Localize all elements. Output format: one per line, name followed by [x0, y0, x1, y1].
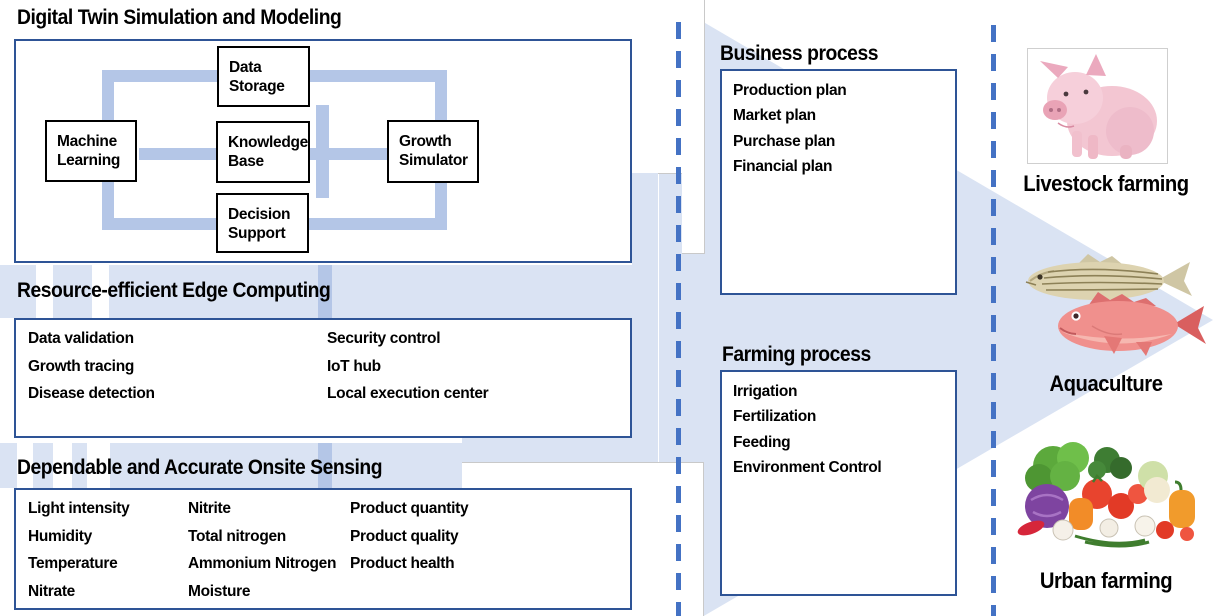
list-item: Product quantity [350, 500, 469, 517]
list-item: Humidity [28, 527, 92, 545]
pig-image [1027, 48, 1168, 164]
list-item: Nitrite [188, 500, 231, 517]
list-item: Disease detection [28, 385, 155, 402]
sensing-col1: Light intensity Humidity Temperature Nit… [28, 495, 130, 605]
list-item: Growth tracing [28, 357, 135, 375]
node-decision-support: Decision Support [216, 193, 309, 253]
list-item: Light intensity [28, 500, 130, 517]
digital-twin-box: Data Storage Machine Learning Knowledge … [14, 39, 632, 263]
list-item: Product quality [350, 527, 459, 545]
business-process-title: Business process [720, 42, 879, 65]
list-item: Purchase plan [733, 132, 836, 150]
band-gap [92, 265, 109, 318]
list-item: Ammonium Nitrogen [188, 555, 337, 572]
list-item: Irrigation [733, 383, 798, 400]
arrow-mask-top-left [633, 0, 682, 174]
vegetables-image [1005, 432, 1205, 550]
list-item: Data validation [28, 330, 134, 347]
node-data-storage: Data Storage [217, 46, 310, 107]
sensing-box [14, 488, 632, 610]
list-item: Market plan [733, 107, 816, 125]
list-item: Product health [350, 555, 455, 572]
edge-computing-title: Resource-efficient Edge Computing [17, 279, 331, 302]
sensing-title: Dependable and Accurate Onsite Sensing [17, 456, 383, 479]
arrow-mask-top-mid [682, 0, 705, 254]
center-connector-bar [318, 443, 332, 488]
list-item: Fertilization [733, 408, 817, 426]
urban-label: Urban farming [1039, 568, 1173, 593]
edge-computing-box [14, 318, 632, 438]
connector-band-2 [0, 443, 462, 488]
fish-image [1018, 250, 1208, 362]
connector-center [316, 105, 329, 198]
list-item: Financial plan [733, 157, 833, 175]
business-process-items: Production plan Market plan Purchase pla… [733, 78, 847, 179]
digital-twin-title: Digital Twin Simulation and Modeling [17, 6, 342, 29]
list-item: IoT hub [327, 357, 381, 375]
list-item: Nitrate [28, 582, 75, 600]
edge-computing-col2: Security control IoT hub Local execution… [327, 325, 489, 408]
list-item: Security control [327, 330, 441, 347]
sensing-col3: Product quantity Product quality Product… [350, 495, 469, 578]
list-item: Environment Control [733, 458, 882, 476]
node-growth-simulator: Growth Simulator [387, 120, 479, 183]
band-gap [53, 443, 72, 488]
band-gap [87, 443, 110, 488]
business-process-box [720, 69, 957, 295]
node-machine-learning: Machine Learning [45, 120, 137, 182]
edge-computing-col1: Data validation Growth tracing Disease d… [28, 325, 155, 408]
dashed-divider-1 [676, 22, 681, 616]
pig-illustration [1040, 54, 1157, 159]
list-item: Feeding [733, 433, 791, 451]
band-gap [17, 443, 33, 488]
list-item: Local execution center [327, 385, 489, 402]
vegetables-illustration [1017, 442, 1195, 548]
fish-illustration [1025, 254, 1206, 356]
connector-band-2-right [462, 438, 658, 462]
list-item: Total nitrogen [188, 527, 286, 545]
farming-process-box [720, 370, 957, 596]
sensing-col2: Nitrite Total nitrogen Ammonium Nitrogen… [188, 495, 336, 605]
list-item: Production plan [733, 82, 847, 99]
farming-process-title: Farming process [722, 343, 871, 366]
farming-process-items: Irrigation Fertilization Feeding Environ… [733, 379, 882, 480]
dashed-divider-2 [991, 25, 996, 616]
livestock-label: Livestock farming [1023, 171, 1189, 196]
list-item: Temperature [28, 555, 118, 572]
aquaculture-label: Aquaculture [1049, 371, 1163, 396]
center-connector-bar [318, 265, 332, 318]
node-knowledge-base: Knowledge Base [216, 121, 310, 183]
band-gap [36, 265, 53, 318]
list-item: Moisture [188, 582, 251, 600]
